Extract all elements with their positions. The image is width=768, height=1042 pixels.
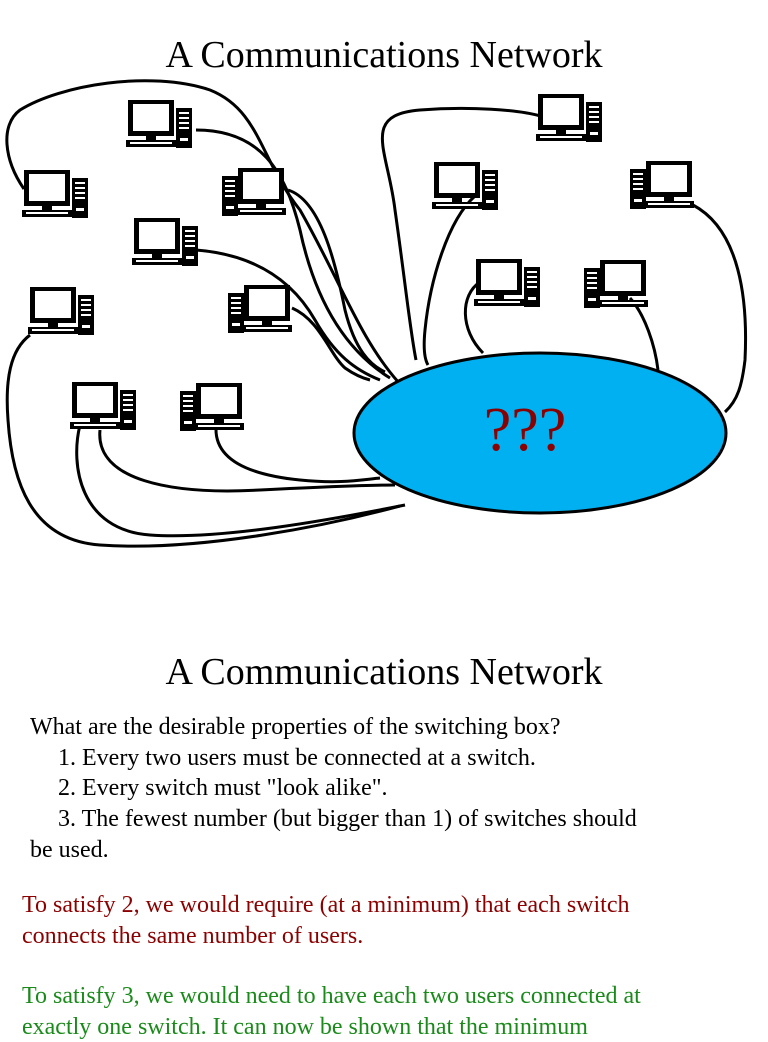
wire-5: [291, 306, 371, 382]
desktop-computer-icon: [630, 161, 694, 209]
network-diagram: ???: [5, 79, 748, 548]
switching-box: [352, 351, 728, 515]
network-diagram-slide: ??? A Communications Network: [5, 34, 748, 548]
wire-11: [422, 194, 476, 366]
switching-box-label: ???: [484, 396, 567, 464]
question-text: What are the desirable properties of the…: [30, 714, 561, 740]
red-note-line-2: connects the same number of users.: [22, 923, 364, 949]
desktop-computer-icon: [432, 162, 498, 210]
wire-6: [5, 333, 401, 548]
slide1-title: A Communications Network: [165, 34, 603, 76]
property-item-2: 2. Every switch must "look alike".: [58, 775, 388, 801]
property-item-3-continued: be used.: [30, 837, 109, 863]
wire-9: [214, 427, 381, 484]
desktop-computer-icon: [126, 100, 192, 148]
wire-4: [287, 188, 386, 374]
desktop-computer-icon: [584, 260, 648, 308]
property-item-3: 3. The fewest number (but bigger than 1)…: [58, 806, 637, 832]
desktop-computer-icon: [132, 218, 198, 266]
desktop-computer-icon: [228, 285, 292, 333]
wire-2: [195, 128, 391, 380]
properties-slide: A Communications Network What are the de…: [0, 612, 768, 1040]
desktop-computer-icon: [180, 383, 244, 431]
wire-10: [380, 106, 541, 361]
computers: [22, 94, 694, 431]
desktop-computer-icon: [474, 259, 540, 307]
desktop-computer-icon: [28, 287, 94, 335]
green-note-line-2: exactly one switch. It can now be shown …: [22, 1014, 588, 1040]
desktop-computer-icon: [70, 382, 136, 430]
property-item-1: 1. Every two users must be connected at …: [58, 745, 536, 771]
wire-1: [5, 79, 402, 386]
red-note-line-1: To satisfy 2, we would require (at a min…: [22, 892, 630, 918]
green-note-line-1: To satisfy 3, we would need to have each…: [22, 983, 641, 1009]
desktop-computer-icon: [222, 168, 286, 216]
wire-7: [75, 424, 406, 538]
wire-8: [98, 429, 396, 493]
wire-3: [195, 248, 381, 382]
wires: [5, 79, 748, 548]
slide2-title: A Communications Network: [165, 651, 603, 693]
wire-13: [628, 297, 660, 371]
desktop-computer-icon: [536, 94, 602, 142]
wire-14: [692, 203, 748, 414]
desktop-computer-icon: [22, 170, 88, 218]
wire-12: [463, 280, 485, 355]
